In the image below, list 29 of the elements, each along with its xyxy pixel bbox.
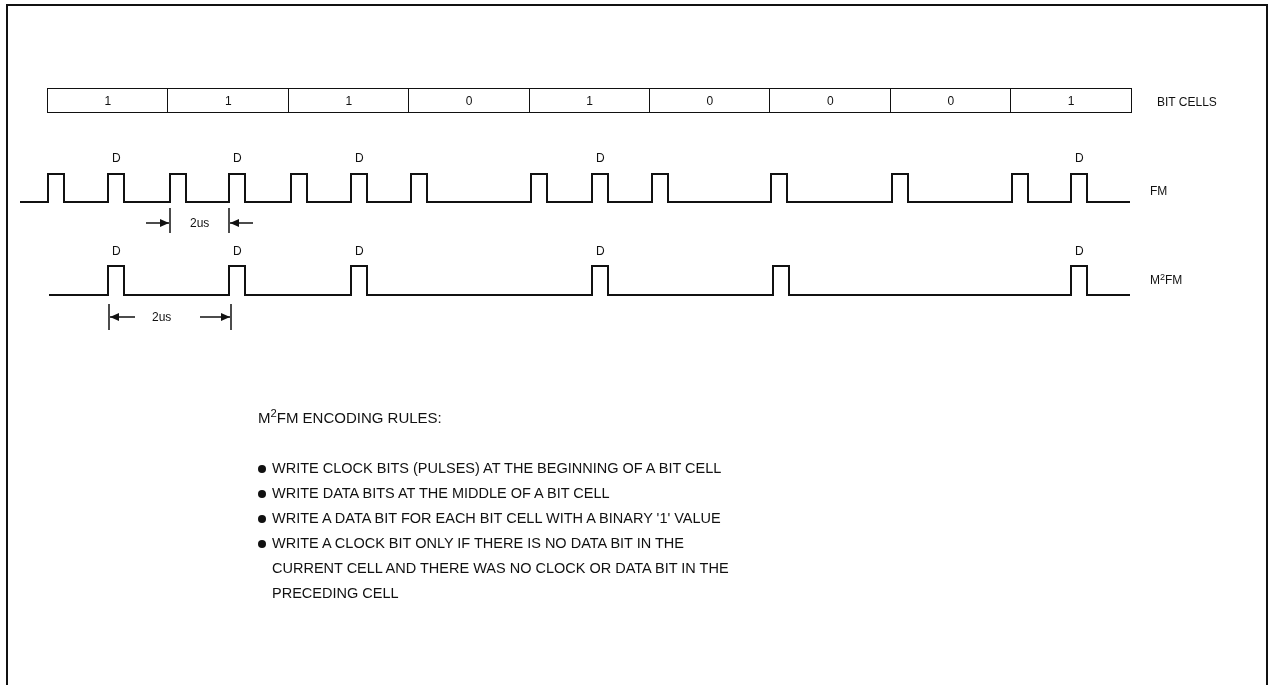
bit-cell: 0 (649, 88, 771, 113)
bit-cell: 1 (287, 88, 410, 113)
data-bit-mark: D (355, 245, 364, 257)
data-bit-mark: D (596, 152, 605, 164)
bit-cell: 1 (47, 88, 169, 113)
bit-cell: 0 (408, 88, 531, 113)
data-bit-mark: D (596, 245, 605, 257)
rule-text: WRITE DATA BITS AT THE MIDDLE OF A BIT CELL (272, 484, 611, 503)
bit-cell: 1 (167, 88, 290, 113)
rule-text: WRITE A CLOCK BIT ONLY IF THERE IS NO DATA BIT IN THE CURRENT CELL AND THERE WAS NO CLOCK OR DATA BIT IN THE PRECEDING CELL (272, 534, 730, 603)
bit-cell: 0 (889, 88, 1012, 113)
dimension-label: 2us (190, 217, 210, 229)
data-bit-mark: D (233, 152, 242, 164)
data-bit-mark: D (233, 245, 242, 257)
data-bit-mark: D (112, 152, 121, 164)
bit-cell: 1 (528, 88, 651, 113)
row-label: FM (1150, 185, 1168, 197)
rule-text: WRITE A DATA BIT FOR EACH BIT CELL WITH A BINARY '1' VALUE (272, 509, 722, 528)
dimension-label: 2us (152, 311, 172, 323)
data-bit-mark: D (355, 152, 364, 164)
data-bit-mark: D (1075, 152, 1084, 164)
data-bit-mark: D (1075, 245, 1084, 257)
data-bit-mark: D (112, 245, 121, 257)
row-label: M$^{2}$FM (1150, 274, 1183, 286)
rule-text: WRITE CLOCK BITS (PULSES) AT THE BEGINNING OF A BIT CELL (272, 459, 723, 478)
bit-cell: 0 (769, 88, 892, 113)
bit-cell: 1 (1010, 88, 1133, 113)
rules-heading: M$^{2}$FM ENCODING RULES: (258, 410, 442, 425)
row-label: BIT CELLS (1157, 96, 1217, 108)
